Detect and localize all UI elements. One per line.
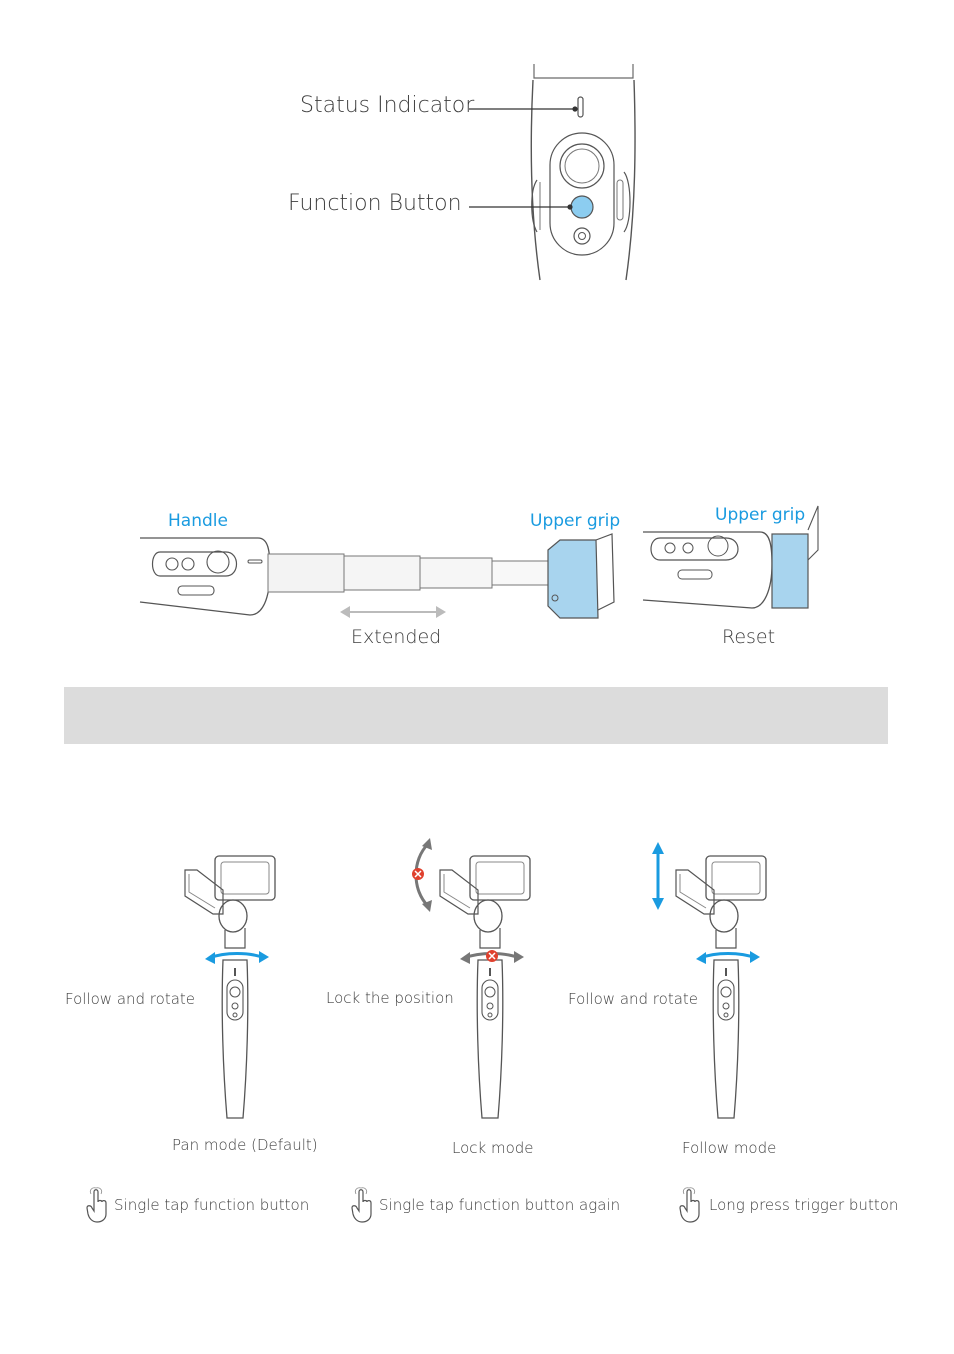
tap-hand-icon bbox=[351, 1187, 372, 1223]
follow-mode-gimbal bbox=[652, 842, 767, 1119]
follow-mode-name: Follow mode bbox=[682, 1139, 777, 1157]
extension-pole-illustration bbox=[139, 505, 819, 619]
pan-mode-gimbal bbox=[184, 855, 276, 1119]
pan-mode-name: Pan mode (Default) bbox=[172, 1136, 318, 1154]
joystick-icon bbox=[559, 143, 605, 189]
section-header-band bbox=[64, 687, 888, 744]
status-indicator-light bbox=[577, 96, 584, 118]
reset-caption: Reset bbox=[722, 626, 776, 648]
lock-mode-name: Lock mode bbox=[452, 1139, 534, 1157]
status-indicator-label: Status Indicator bbox=[300, 93, 475, 118]
handle-label: Handle bbox=[168, 511, 228, 531]
gimbal-modes-illustration bbox=[184, 838, 767, 1119]
record-button-icon bbox=[573, 227, 591, 245]
follow-motion-label: Follow and rotate bbox=[568, 990, 699, 1008]
upper-grip-label-extended: Upper grip bbox=[530, 511, 621, 531]
handle-top-illustration bbox=[469, 64, 636, 281]
lock-motion-label: Lock the position bbox=[326, 989, 454, 1007]
extended-caption: Extended bbox=[351, 626, 442, 648]
function-button-label: Function Button bbox=[288, 191, 462, 216]
upper-grip-label-reset: Upper grip bbox=[715, 505, 806, 525]
tap-hand-icon bbox=[86, 1187, 107, 1223]
pan-motion-label: Follow and rotate bbox=[65, 990, 196, 1008]
lock-action-text: Single tap function button again bbox=[379, 1196, 621, 1214]
follow-action-text: Long press trigger button bbox=[709, 1196, 899, 1214]
pan-action-text: Single tap function button bbox=[114, 1196, 310, 1214]
lock-mode-gimbal bbox=[412, 838, 531, 1119]
tap-hand-icon bbox=[679, 1187, 700, 1223]
function-button-highlight bbox=[570, 195, 594, 219]
